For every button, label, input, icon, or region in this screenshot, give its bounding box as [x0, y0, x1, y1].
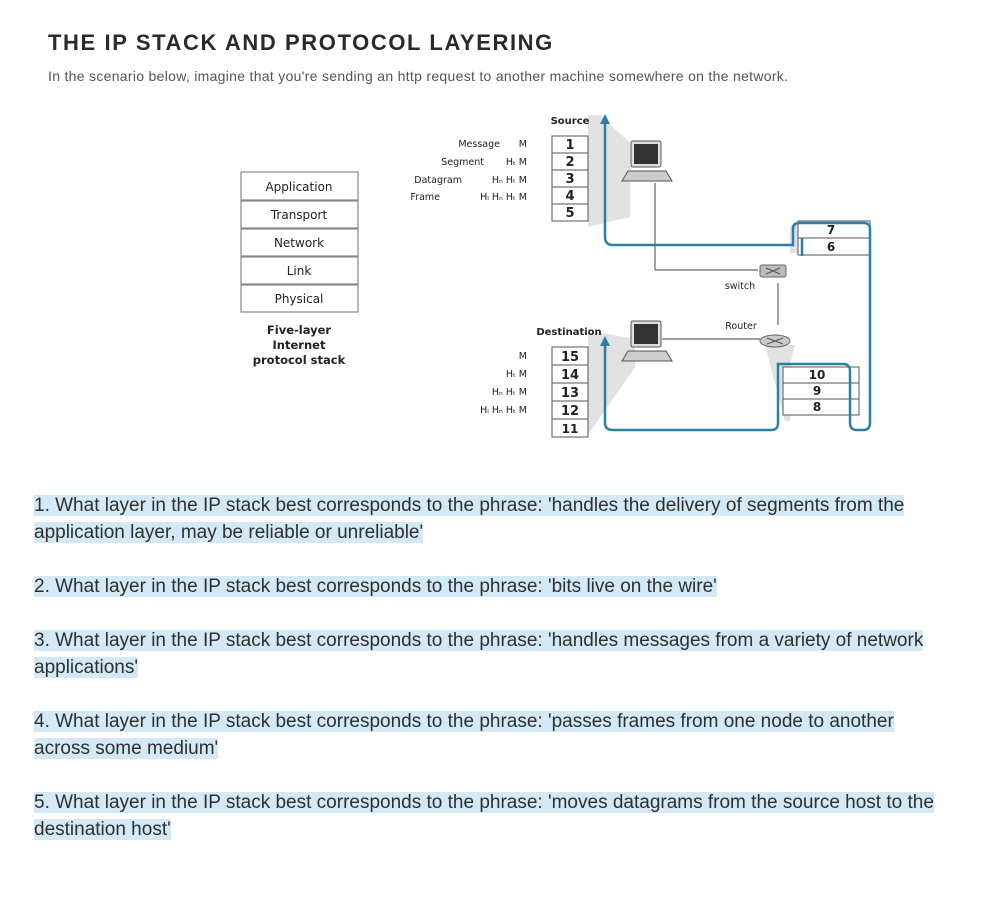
dest-step-14: 14: [561, 368, 579, 383]
stack-caption-line-2: Internet: [273, 338, 326, 352]
source-step-4: 4: [565, 189, 574, 204]
source-step-3: 3: [565, 172, 574, 187]
dest-step-15: 15: [561, 350, 579, 365]
router-stack: 10 9 8: [782, 366, 860, 416]
protocol-layering-figure: Application Transport Network Link Physi…: [230, 105, 880, 450]
switch-label: switch: [725, 281, 755, 292]
dest-pdu-frame: Hₗ Hₙ Hₜ M: [480, 405, 527, 416]
question-list: 1. What layer in the IP stack best corre…: [34, 492, 954, 870]
pdu-message-name: Message: [458, 139, 500, 150]
question-1: 1. What layer in the IP stack best corre…: [34, 492, 954, 546]
pdu-frame-name: Frame: [410, 192, 440, 203]
pdu-segment-name: Segment: [441, 157, 484, 168]
packet-path: [603, 123, 872, 432]
router-step-9: 9: [813, 384, 821, 398]
pdu-segment-headers: Hₜ M: [506, 157, 527, 168]
stack-layer-network: Network: [274, 236, 324, 250]
question-1-text: 1. What layer in the IP stack best corre…: [34, 495, 905, 543]
page-subtitle: In the scenario below, imagine that you'…: [48, 68, 789, 84]
dest-pdu-message: M: [519, 351, 527, 362]
question-2-text: 2. What layer in the IP stack best corre…: [34, 576, 717, 597]
router-label: Router: [725, 321, 757, 332]
pdu-datagram-headers: Hₙ Hₜ M: [492, 175, 527, 186]
dest-step-11: 11: [562, 422, 579, 436]
pdu-message-headers: M: [519, 139, 527, 150]
stack-caption-line-1: Five-layer: [267, 323, 332, 337]
stack-layer-link: Link: [287, 264, 312, 278]
router-step-10: 10: [809, 368, 826, 382]
stack-layer-transport: Transport: [270, 208, 328, 222]
source-label: Source: [551, 116, 590, 127]
question-3: 3. What layer in the IP stack best corre…: [34, 627, 954, 681]
source-stack: 1 2 3 4 5: [551, 135, 589, 222]
router-icon: [759, 334, 791, 348]
stack-caption-line-3: protocol stack: [253, 353, 346, 367]
source-step-5: 5: [565, 206, 574, 221]
page-title: THE IP STACK AND PROTOCOL LAYERING: [48, 30, 554, 55]
dest-step-12: 12: [561, 404, 579, 419]
stack-layer-application: Application: [265, 180, 332, 194]
source-pdu-labels: Message M Segment Hₜ M Datagram Hₙ Hₜ M …: [410, 139, 527, 203]
router-step-8: 8: [813, 400, 821, 414]
dest-pdu-labels: M Hₜ M Hₙ Hₜ M Hₗ Hₙ Hₜ M: [480, 351, 527, 416]
switch-step-7: 7: [827, 223, 835, 237]
destination-arrow-up: [600, 336, 610, 346]
dest-pdu-datagram: Hₙ Hₜ M: [492, 387, 527, 398]
stack-layer-physical: Physical: [275, 292, 324, 306]
source-step-1: 1: [565, 138, 574, 153]
switch-step-6: 6: [827, 240, 835, 254]
source-step-2: 2: [565, 155, 574, 170]
source-computer-icon: [621, 140, 673, 182]
destination-label: Destination: [536, 327, 601, 338]
pdu-frame-headers: Hₗ Hₙ Hₜ M: [480, 192, 527, 203]
destination-computer-icon: [621, 320, 673, 362]
question-5-text: 5. What layer in the IP stack best corre…: [34, 792, 934, 840]
question-4: 4. What layer in the IP stack best corre…: [34, 708, 954, 762]
five-layer-stack: Application Transport Network Link Physi…: [240, 171, 359, 313]
question-2: 2. What layer in the IP stack best corre…: [34, 573, 954, 600]
question-5: 5. What layer in the IP stack best corre…: [34, 789, 954, 843]
switch-icon: [759, 264, 787, 278]
destination-stack: 15 14 13 12 11: [551, 346, 589, 438]
dest-pdu-segment: Hₜ M: [506, 369, 527, 380]
question-3-text: 3. What layer in the IP stack best corre…: [34, 630, 924, 678]
switch-stack: 7 6: [797, 220, 871, 256]
pdu-datagram-name: Datagram: [414, 175, 462, 186]
dest-step-13: 13: [561, 386, 579, 401]
source-arrow-up: [600, 114, 610, 124]
question-4-text: 4. What layer in the IP stack best corre…: [34, 711, 894, 759]
